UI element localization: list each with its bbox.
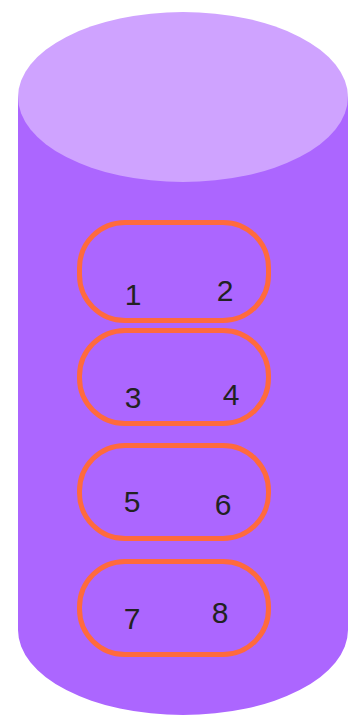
cylinder-body: [18, 97, 348, 715]
slot-number: 3: [125, 383, 142, 413]
slot-number: 2: [217, 276, 234, 306]
slot-number: 7: [124, 604, 141, 634]
cylinder-top: [18, 12, 348, 182]
slot-number: 5: [124, 487, 141, 517]
slot-number: 1: [125, 280, 142, 310]
storage-slot: 56: [77, 443, 271, 541]
storage-slot: 78: [77, 559, 271, 657]
slot-number: 4: [223, 380, 240, 410]
storage-slot: 12: [77, 220, 271, 323]
slot-number: 6: [215, 490, 232, 520]
storage-slot: 34: [77, 328, 271, 426]
slot-number: 8: [212, 598, 229, 628]
